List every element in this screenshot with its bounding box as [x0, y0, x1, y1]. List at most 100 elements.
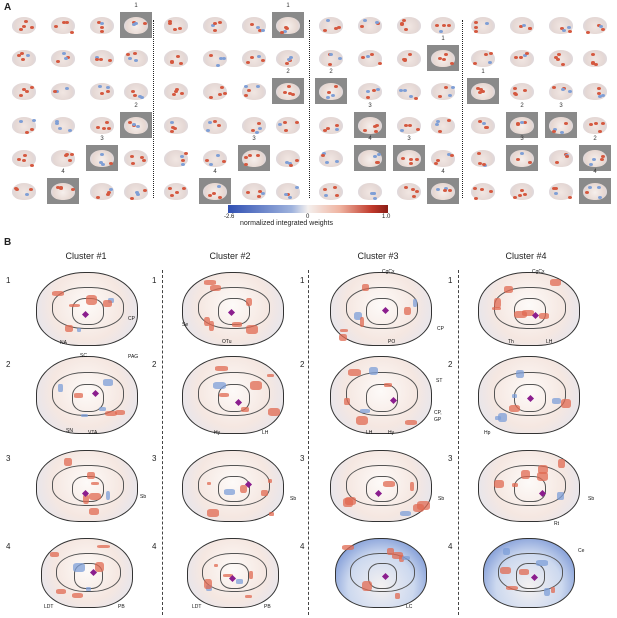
weight-blob	[387, 547, 395, 555]
weight-spot	[206, 128, 211, 132]
weight-spot	[443, 85, 448, 89]
weight-blob	[114, 409, 125, 415]
weight-spot	[374, 124, 379, 128]
weight-blob	[80, 413, 88, 418]
weight-spot	[179, 62, 184, 66]
brain-thumbnail	[120, 145, 152, 171]
colorbar-min: -2.6	[224, 214, 235, 220]
weight-blob	[503, 547, 511, 555]
weight-spot	[447, 119, 452, 123]
weight-spot	[596, 91, 601, 95]
weight-spot	[244, 162, 249, 166]
weight-spot	[19, 28, 24, 32]
weight-spot	[282, 90, 287, 94]
brain-section	[51, 17, 75, 34]
weight-blob	[267, 478, 273, 484]
cluster-number: 3	[368, 103, 372, 109]
weight-blob	[210, 284, 222, 291]
weight-blob	[266, 373, 275, 378]
weight-spot	[167, 187, 172, 191]
weight-spot	[586, 30, 591, 34]
weight-spot	[600, 121, 605, 125]
weight-spot	[179, 154, 184, 158]
row-number: 3	[448, 454, 453, 463]
weight-spot	[524, 52, 529, 56]
brain-thumbnail	[86, 45, 118, 71]
row-number: 4	[6, 542, 11, 551]
label-c2-pb: PB	[264, 604, 271, 610]
weight-spot	[99, 91, 104, 95]
weight-spot	[178, 26, 183, 30]
label-c3-cp2: CP,	[434, 410, 442, 416]
row-number: 1	[300, 276, 305, 285]
weight-spot	[212, 120, 217, 124]
weight-spot	[209, 162, 214, 166]
brain-thumbnail	[8, 145, 40, 171]
weight-spot	[255, 85, 260, 89]
cluster-number: 3	[520, 136, 524, 142]
weight-spot	[439, 30, 444, 34]
weight-spot	[54, 24, 59, 28]
brain-thumbnail: 1	[427, 36, 459, 71]
weight-spot	[599, 158, 604, 161]
weight-spot	[598, 195, 603, 199]
weight-spot	[515, 122, 520, 126]
brain-thumbnail: 4	[579, 169, 611, 204]
brain-section	[124, 150, 148, 167]
weight-spot	[181, 162, 186, 166]
weight-spot	[450, 62, 455, 66]
weight-spot	[260, 29, 265, 33]
weight-spot	[407, 53, 412, 57]
weight-spot	[567, 25, 572, 29]
weight-spot	[100, 163, 105, 167]
weight-blob	[521, 469, 531, 479]
row-number: 4	[448, 542, 453, 551]
brain-slice	[182, 356, 284, 434]
weight-spot	[473, 187, 478, 191]
weight-spot	[284, 192, 289, 196]
row-number: 3	[152, 454, 157, 463]
brain-thumbnail: 3	[545, 103, 577, 138]
weight-blob	[551, 586, 556, 593]
weight-spot	[402, 59, 407, 63]
weight-blob	[85, 587, 92, 591]
weight-spot	[287, 58, 292, 62]
weight-blob	[94, 562, 105, 572]
weight-blob	[515, 370, 525, 379]
weight-spot	[473, 196, 478, 200]
weight-blob	[204, 280, 217, 285]
weight-spot	[409, 161, 414, 165]
weight-spot	[399, 88, 404, 92]
weight-blob	[409, 482, 415, 491]
weight-spot	[519, 121, 524, 125]
brain-thumbnail	[160, 178, 192, 204]
weight-spot	[522, 53, 527, 57]
cluster-number: 4	[593, 169, 597, 175]
weight-spot	[286, 85, 291, 89]
weight-spot	[245, 190, 250, 194]
weight-blob	[404, 306, 411, 316]
brain-section	[583, 50, 607, 67]
brain-section	[276, 183, 300, 200]
weight-spot	[528, 27, 533, 31]
weight-spot	[216, 124, 221, 128]
weight-spot	[167, 19, 172, 23]
weight-blob	[215, 366, 228, 371]
brain-thumbnail	[393, 12, 425, 38]
weight-blob	[539, 313, 550, 319]
weight-spot	[130, 162, 135, 166]
weight-spot	[333, 27, 338, 31]
weight-spot	[287, 162, 292, 166]
brain-thumbnail	[199, 78, 231, 104]
weight-spot	[514, 55, 519, 59]
weight-spot	[377, 61, 382, 65]
brain-thumbnail	[199, 145, 231, 171]
weight-spot	[106, 127, 111, 131]
weight-spot	[369, 191, 374, 195]
weight-spot	[518, 193, 523, 197]
weight-spot	[169, 194, 174, 198]
weight-spot	[142, 21, 147, 25]
weight-blob	[512, 393, 518, 399]
weight-spot	[513, 86, 518, 90]
brain-thumbnail: 4	[427, 169, 459, 204]
